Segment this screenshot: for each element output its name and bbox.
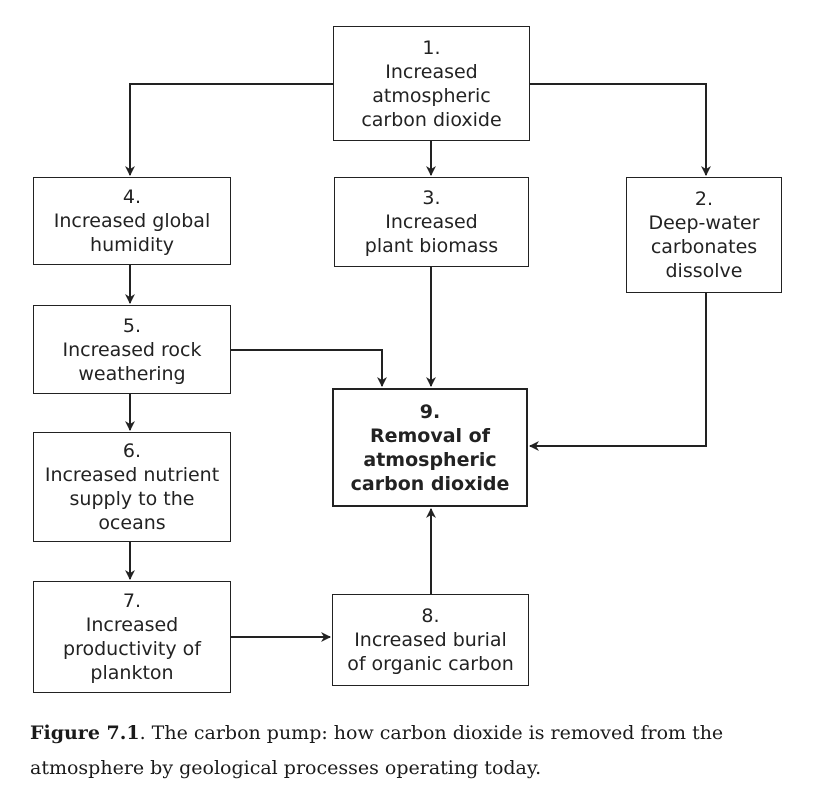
box-deep-water-carbonates: 2. Deep-water carbonates dissolve [626, 177, 782, 293]
box-number: 8. [421, 605, 440, 627]
box-number: 6. [122, 440, 142, 462]
box-text: Increased [385, 211, 478, 233]
box-number: 9. [419, 400, 441, 423]
box-increased-plant-biomass: 3. Increased plant biomass [334, 177, 529, 267]
box-text: atmospheric [363, 448, 497, 471]
box-increased-rock-weathering: 5. Increased rock weathering [33, 305, 231, 394]
arrow-5-to-9 [231, 349, 387, 387]
figure-label: Figure 7.1 [30, 722, 140, 744]
arrow-1-to-4 [125, 83, 333, 176]
box-text: carbonates [650, 236, 758, 258]
box-text: plankton [90, 662, 174, 684]
box-number: 1. [422, 36, 441, 59]
box-number: 5. [122, 314, 142, 337]
box-text: carbon dioxide [361, 108, 502, 131]
arrow-1-to-2 [530, 83, 711, 176]
box-number: 7. [122, 590, 142, 612]
box-text: Increased [85, 614, 179, 636]
box-text: Increased nutrient [44, 464, 220, 486]
box-text: Deep-water [648, 212, 760, 234]
box-text: Increased burial [354, 629, 507, 651]
box-text: Increased rock [62, 338, 202, 361]
caption-text: . The carbon pump: how carbon dioxide is… [30, 722, 724, 779]
box-text: of organic carbon [347, 653, 514, 675]
box-increased-burial-organic-carbon: 8. Increased burial of organic carbon [332, 594, 529, 686]
box-text: carbon dioxide [350, 472, 510, 495]
box-removal-of-atmospheric-co2: 9. Removal of atmospheric carbon dioxide [332, 388, 528, 507]
box-text: dissolve [665, 260, 743, 282]
box-text: weathering [78, 362, 186, 385]
box-text: plant biomass [364, 235, 499, 257]
box-increased-nutrient-supply: 6. Increased nutrient supply to the ocea… [33, 432, 231, 542]
box-text: atmospheric [372, 84, 491, 107]
box-increased-plankton-productivity: 7. Increased productivity of plankton [33, 581, 231, 693]
box-number: 4. [122, 186, 142, 208]
box-increased-global-humidity: 4. Increased global humidity [33, 177, 231, 265]
box-text: productivity of [63, 638, 201, 660]
box-number: 2. [694, 188, 714, 210]
box-number: 3. [422, 187, 441, 209]
box-text: oceans [98, 512, 166, 534]
box-text: humidity [90, 234, 174, 256]
box-text: Increased [385, 60, 478, 83]
box-text: Removal of [369, 424, 491, 447]
box-increased-atmospheric-co2: 1. Increased atmospheric carbon dioxide [333, 26, 530, 141]
arrow-2-to-9 [529, 293, 707, 451]
figure-caption: Figure 7.1. The carbon pump: how carbon … [30, 716, 820, 786]
box-text: supply to the [69, 488, 195, 510]
box-text: Increased global [53, 210, 211, 232]
